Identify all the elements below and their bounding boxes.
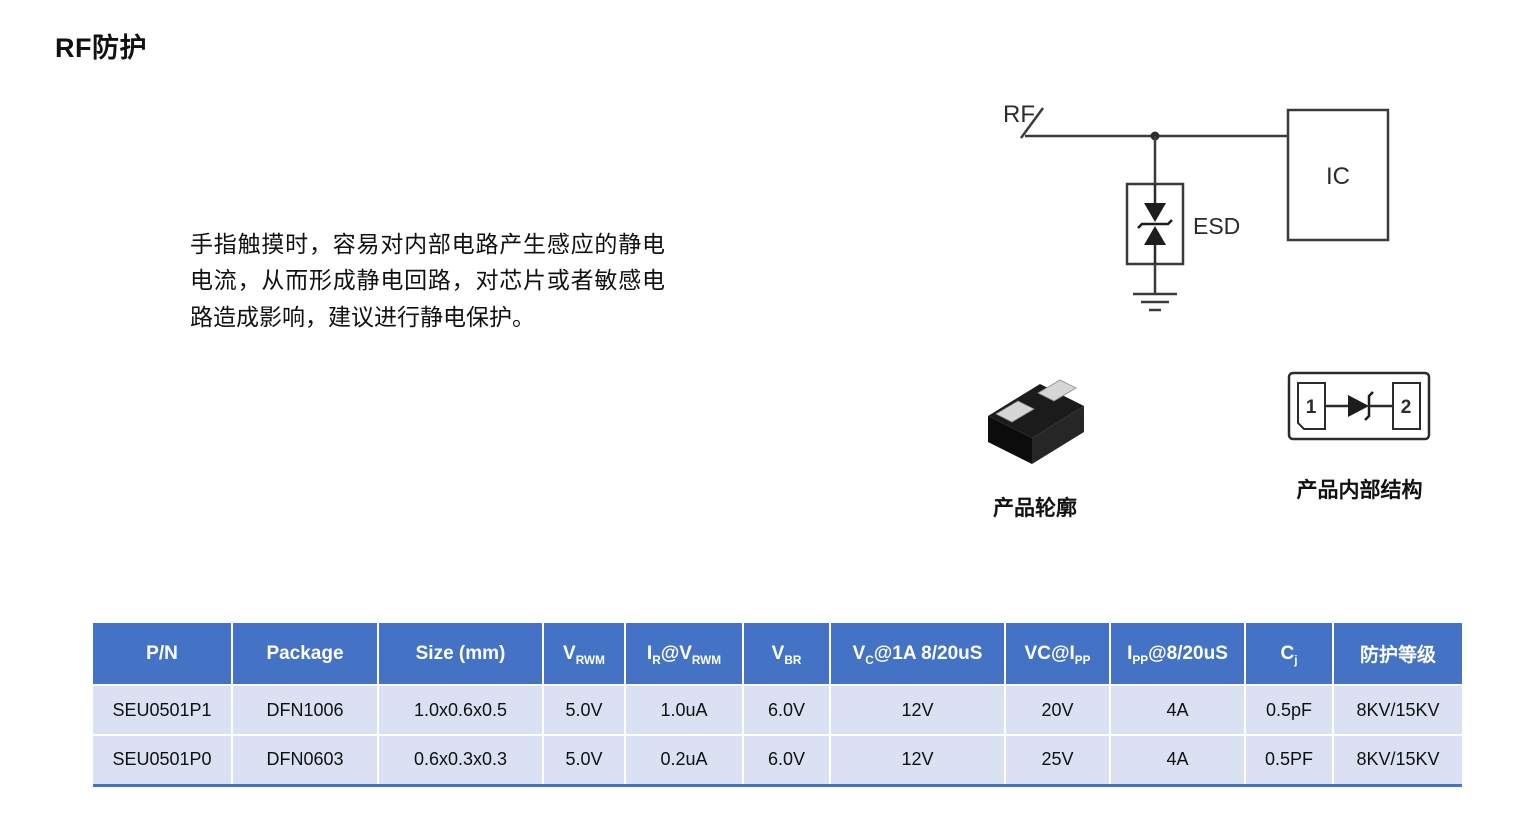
tvs-triangle-bottom <box>1144 226 1166 245</box>
table-cell: 8KV/15KV <box>1333 685 1462 736</box>
table-cell: DFN0603 <box>232 735 379 785</box>
esd-circuit-diagram: RF IC ESD <box>1003 101 1390 312</box>
spec-table-header-cell: IPP@8/20uS <box>1110 623 1246 686</box>
diode-triangle <box>1348 395 1369 417</box>
table-cell: DFN1006 <box>232 685 379 736</box>
page-title: RF防护 <box>55 33 147 63</box>
table-cell: 8KV/15KV <box>1333 735 1462 785</box>
structure-pin1-box <box>1297 382 1326 430</box>
table-cell: 0.2uA <box>625 735 744 785</box>
spec-table-header-cell: VC@1A 8/20uS <box>830 623 1006 686</box>
table-cell: 25V <box>1005 735 1111 785</box>
pin2-label: 2 <box>1401 397 1412 418</box>
spec-table-header-cell: Size (mm) <box>378 623 544 686</box>
spec-table-header-cell: Package <box>232 623 379 686</box>
spec-table-header-cell: P/N <box>93 623 233 686</box>
esd-label: ESD <box>1193 213 1240 239</box>
table-cell: SEU0501P0 <box>93 735 233 785</box>
ic-label: IC <box>1326 163 1350 190</box>
chip-pad-right <box>1037 379 1077 402</box>
intro-paragraph: 手指触摸时，容易对内部电路产生感应的静电电流，从而形成静电回路，对芯片或者敏感电… <box>190 231 665 330</box>
table-cell: 1.0x0.6x0.5 <box>378 685 544 736</box>
table-cell: 4A <box>1110 685 1246 736</box>
table-cell: 1.0uA <box>625 685 744 736</box>
table-cell: SEU0501P1 <box>93 685 233 736</box>
tvs-triangle-top <box>1144 203 1166 222</box>
spec-table-header-cell: VBR <box>743 623 831 686</box>
table-cell: 4A <box>1110 735 1246 785</box>
tvs-zener-bar <box>1137 219 1173 229</box>
table-cell: 0.5pF <box>1245 685 1334 736</box>
internal-structure-caption: 产品内部结构 <box>1296 479 1423 502</box>
table-cell: 6.0V <box>743 735 831 785</box>
internal-structure-diagram: 1 2 <box>1287 371 1431 441</box>
rf-label: RF <box>1003 101 1035 128</box>
ic-box <box>1286 108 1390 242</box>
antenna-slash <box>1019 107 1045 139</box>
table-cell: 6.0V <box>743 685 831 736</box>
table-cell: 0.6x0.3x0.3 <box>378 735 544 785</box>
spec-table-header-cell: 防护等级 <box>1333 623 1462 686</box>
table-cell: 5.0V <box>543 685 626 736</box>
table-cell: 0.5PF <box>1245 735 1334 785</box>
chip-pad-left <box>995 400 1035 423</box>
product-outline-caption: 产品轮廓 <box>993 497 1077 520</box>
spec-table-header-cell: VC@IPP <box>1005 623 1111 686</box>
table-cell: 20V <box>1005 685 1111 736</box>
chip-side-face <box>1032 406 1084 464</box>
product-outline-image <box>988 379 1084 464</box>
spec-table-header-cell: VRWM <box>543 623 626 686</box>
table-cell: 12V <box>830 685 1006 736</box>
table-cell: 5.0V <box>543 735 626 785</box>
pin1-label: 1 <box>1306 397 1317 418</box>
spec-table-header-cell: Cj <box>1245 623 1334 686</box>
table-cell: 12V <box>830 735 1006 785</box>
chip-front-face <box>988 416 1032 464</box>
spec-table-header-cell: IR@VRWM <box>625 623 744 686</box>
